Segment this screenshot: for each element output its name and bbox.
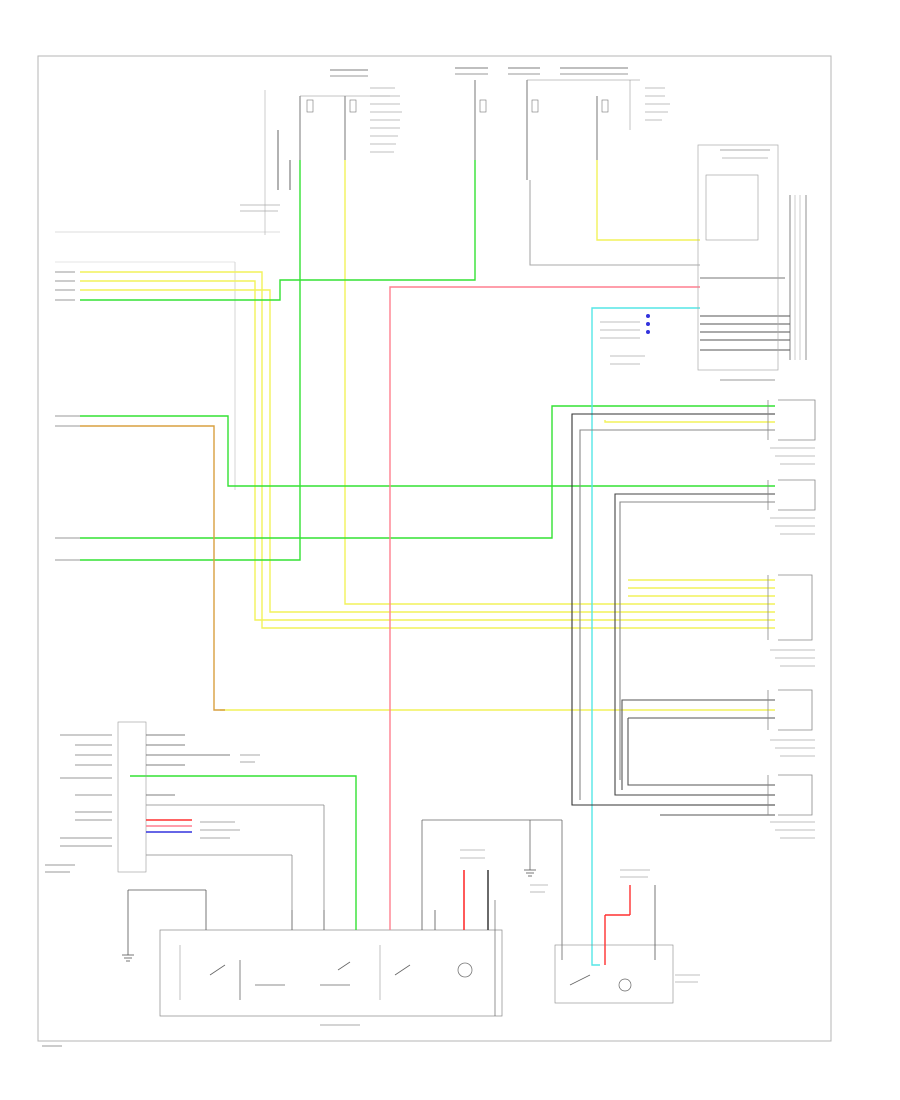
wire-gray-2 — [619, 501, 775, 780]
bottom-right-switch — [554, 869, 700, 1004]
wire-yellow-4 — [344, 160, 775, 605]
left-connector-bottom — [45, 721, 325, 910]
wire-yellow-3 — [80, 289, 775, 613]
meter-indicators — [600, 314, 650, 365]
right-labels — [770, 447, 815, 839]
green-wires — [80, 160, 775, 910]
wire-orange — [80, 425, 225, 711]
wire-black-2 — [614, 493, 775, 796]
wire-pink — [389, 286, 700, 910]
diagram-frame — [37, 55, 832, 1042]
ground-symbols — [122, 869, 536, 962]
wire-yellow-6 — [604, 420, 775, 423]
wire-black-3 — [621, 699, 775, 790]
wire-yellow-2 — [80, 280, 775, 621]
yellow-wires — [80, 160, 775, 711]
shift-selector-module — [127, 819, 563, 1026]
wire-green-4 — [80, 405, 775, 539]
top-power-section — [55, 67, 670, 235]
combination-meter-module — [697, 144, 807, 381]
left-connector-top — [55, 261, 236, 561]
wire-green-1 — [80, 160, 476, 301]
dark-wires — [529, 180, 790, 816]
wire-black-5 — [627, 718, 775, 786]
wire-black-1 — [571, 413, 775, 806]
wire-green-2 — [80, 160, 301, 561]
wire-green-3 — [80, 415, 775, 487]
wire-cyan — [591, 307, 700, 966]
wire-yellow-5 — [596, 160, 700, 241]
wire-green-5 — [130, 775, 357, 910]
red-blue-wires — [146, 819, 240, 839]
wire-yellow-1 — [80, 271, 775, 629]
right-connectors — [767, 399, 816, 816]
wire-gray-8 — [529, 180, 700, 266]
wire-gray-1 — [579, 429, 775, 800]
